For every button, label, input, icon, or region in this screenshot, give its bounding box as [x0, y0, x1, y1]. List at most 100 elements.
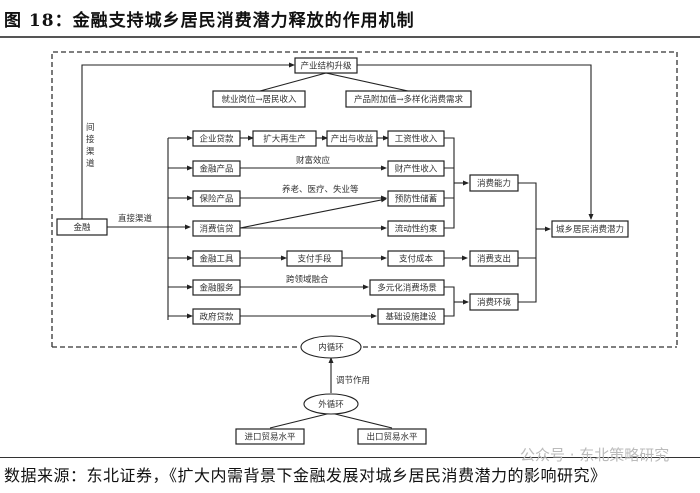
svg-text:渠: 渠	[86, 146, 95, 157]
node-fin-products: 金融产品	[192, 160, 241, 177]
node-box	[387, 160, 445, 177]
source-rule	[0, 457, 700, 458]
node-jobs-income: 就业岗位→居民收入	[212, 90, 306, 108]
node-label: 金融工具	[199, 254, 234, 265]
node-box	[192, 308, 241, 325]
edge-upgrade-to-potential	[357, 64, 594, 220]
node-value-added-demand: 产品附加值→多样化消费需求	[345, 90, 472, 108]
node-box	[469, 293, 519, 311]
merge-env	[444, 286, 455, 317]
node-label: 消费信贷	[199, 224, 234, 235]
node-label: 消费支出	[477, 254, 511, 265]
svg-text:间: 间	[86, 123, 95, 133]
node-consumption-spending: 消费支出	[469, 250, 519, 267]
node-consumption-capacity: 消费能力	[469, 174, 519, 192]
node-payment-means: 支付手段	[286, 250, 343, 267]
node-label: 支付手段	[297, 254, 332, 265]
node-precaution-savings: 预防性储蓄	[387, 190, 445, 207]
node-liquidity-constraint: 流动性约束	[387, 220, 445, 237]
node-label: 流动性约束	[395, 224, 438, 235]
node-fin-tools: 金融工具	[192, 250, 241, 267]
figure-title: 图 18：金融支持城乡居民消费潜力释放的作用机制	[4, 11, 415, 31]
node-gov-loans: 政府贷款	[192, 308, 241, 325]
node-box	[192, 190, 241, 207]
node-label: 金融服务	[199, 283, 234, 294]
node-box	[192, 279, 241, 296]
node-label: 城乡居民消费潜力	[556, 224, 624, 235]
node-label: 财产性收入	[395, 164, 438, 175]
node-label: 支付成本	[399, 254, 434, 265]
node-box	[387, 220, 445, 237]
node-box	[387, 130, 445, 147]
node-label: 企业贷款	[199, 134, 234, 145]
node-potential: 城乡居民消费潜力	[551, 220, 629, 238]
svg-text:接: 接	[86, 134, 95, 145]
node-box	[387, 190, 445, 207]
node-consumer-credit: 消费信贷	[192, 220, 241, 237]
node-industry-upgrade: 产业结构升级	[294, 57, 358, 74]
inner-loop-boundary	[51, 51, 678, 348]
node-label: 工资性收入	[395, 134, 438, 145]
node-label: 产品附加值→多样化消费需求	[354, 94, 464, 105]
node-box	[377, 308, 445, 325]
title-rule	[0, 36, 700, 38]
node-label: 基础设施建设	[385, 312, 437, 323]
node-label: 就业岗位→居民收入	[221, 94, 297, 105]
svg-text:道: 道	[86, 158, 95, 169]
outer-loop-node	[303, 393, 359, 415]
node-label: 金融	[73, 222, 91, 233]
node-consumption-env: 消费环境	[469, 293, 519, 311]
edge-indirect-channel	[81, 62, 295, 219]
node-fin-services: 金融服务	[192, 279, 241, 296]
node-box	[286, 250, 343, 267]
node-box	[469, 250, 519, 267]
node-box	[369, 279, 445, 296]
label-cross-domain: 跨领域融合	[286, 274, 329, 285]
label-regulation: 调节作用	[336, 375, 370, 386]
node-finance: 金融	[56, 218, 108, 236]
node-label: 扩大再生产	[263, 134, 306, 145]
node-box	[235, 428, 305, 445]
node-label: 消费能力	[477, 178, 511, 189]
node-label: 进口贸易水平	[244, 432, 296, 443]
node-wage-income: 工资性收入	[387, 130, 445, 147]
node-box	[326, 130, 378, 147]
label-direct-channel: 直接渠道	[118, 213, 153, 224]
node-label: 政府贷款	[199, 312, 234, 323]
node-box	[56, 218, 108, 236]
edge-credit-to-savings	[239, 197, 387, 229]
node-box	[357, 428, 427, 445]
node-output-revenue: 产出与收益	[326, 130, 378, 147]
inner-loop-label: 内循环	[318, 342, 344, 353]
node-box	[469, 174, 519, 192]
node-expand-reproduction: 扩大再生产	[252, 130, 317, 147]
node-box	[192, 130, 241, 147]
node-box	[551, 220, 629, 238]
edge-outer-to-export	[330, 412, 393, 429]
node-corp-loans: 企业贷款	[192, 130, 241, 147]
node-box	[294, 57, 358, 74]
node-label: 消费环境	[477, 297, 512, 308]
node-payment-cost: 支付成本	[387, 250, 445, 267]
edge-outer-to-import	[269, 412, 332, 429]
node-box	[212, 90, 306, 108]
node-label: 预防性储蓄	[395, 194, 438, 205]
node-label: 多元化消费场景	[377, 283, 437, 294]
node-label: 出口贸易水平	[366, 432, 418, 443]
node-box	[192, 250, 241, 267]
node-box	[387, 250, 445, 267]
label-insurance-items: 养老、医疗、失业等	[282, 184, 359, 195]
merge-potential	[518, 182, 537, 303]
node-import-level: 进口贸易水平	[235, 428, 305, 445]
outer-loop-label: 外循环	[318, 399, 344, 410]
node-label: 产出与收益	[331, 134, 374, 145]
inner-loop-node	[300, 335, 362, 359]
node-box	[192, 220, 241, 237]
edge-upgrade-branch-left	[259, 72, 327, 92]
node-box	[345, 90, 472, 108]
edge-upgrade-branch-right	[325, 72, 409, 92]
node-diverse-scenarios: 多元化消费场景	[369, 279, 445, 296]
node-property-income: 财产性收入	[387, 160, 445, 177]
node-label: 产业结构升级	[300, 61, 352, 72]
node-label: 保险产品	[199, 194, 233, 205]
